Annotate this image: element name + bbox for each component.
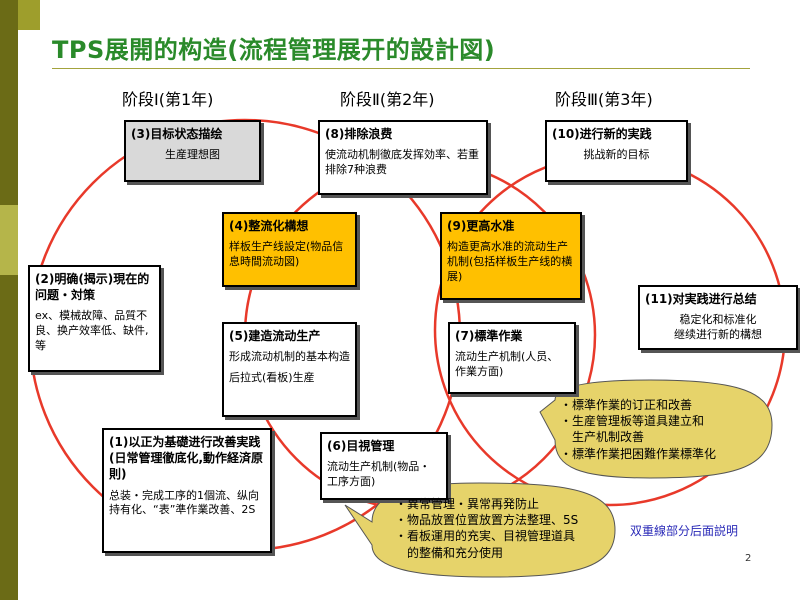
box-10-title: (10)进行新的実践 bbox=[552, 127, 652, 141]
box-7-standard-work: (7)標準作業 流动生产机制(人员、作業方面) bbox=[448, 322, 576, 394]
box-4-title: (4)整流化構想 bbox=[229, 219, 309, 233]
box-1-title: (1)以正为基礎进行改善実践 (日常管理徹底化,動作経済原則) bbox=[109, 435, 264, 482]
box-4-body: 样板生产线設定(物品信息時間流动図) bbox=[229, 240, 344, 269]
callout-bottom-line-3: ・看板運用的充実、目視管理道具 bbox=[395, 529, 576, 544]
box-2-title: (2)明确(揭示)現在的问题・対策 bbox=[35, 272, 150, 303]
callout-visual-management: ・異常管理・異常再発防止 ・物品放置位置放置方法整理、5S ・看板運用的充実、目… bbox=[395, 496, 578, 561]
box-5-title: (5)建造流动生产 bbox=[229, 329, 321, 343]
box-2-body: ex、模械故障、品質不良、换产效率低、缺件,等 bbox=[35, 309, 149, 353]
corner-band bbox=[18, 0, 40, 30]
callout-bottom-line-2: ・物品放置位置放置方法整理、5S bbox=[395, 513, 579, 528]
box-4-flow-concept: (4)整流化構想 样板生产线設定(物品信息時間流动図) bbox=[222, 212, 357, 287]
callout-bottom-line-4: 的整備和充分使用 bbox=[395, 545, 504, 560]
box-8-title: (8)排除浪费 bbox=[325, 127, 393, 141]
box-11-body-1: 稳定化和标准化 bbox=[679, 313, 757, 327]
box-10-new-practice: (10)进行新的実践 挑战新的目标 bbox=[545, 120, 688, 182]
callout-right-line-1: ・標準作業的订正和改善 bbox=[560, 398, 693, 412]
box-1-improvement-practice: (1)以正为基礎进行改善実践 (日常管理徹底化,動作経済原則) 总装・完成工序的… bbox=[102, 428, 272, 553]
box-8-body: 使流动机制徹底发挥効率、若重排除7种浪费 bbox=[325, 148, 479, 177]
box-11-summary: (11)对実践进行总结 稳定化和标准化 继续进行新的構想 bbox=[638, 285, 798, 350]
bubble-right-shape bbox=[539, 379, 773, 479]
box-9-higher-level: (9)更高水准 构造更高水准的流动生产机制(包括样板生产线的横展) bbox=[440, 212, 582, 300]
box-7-body: 流动生产机制(人员、作業方面) bbox=[455, 350, 559, 379]
callout-bottom-line-1: ・異常管理・異常再発防止 bbox=[395, 497, 540, 511]
box-5-body-2: 后拉式(看板)生産 bbox=[229, 371, 315, 385]
side-bar-highlight bbox=[0, 205, 18, 275]
callout-right-line-2: ・生産管理板等道具建立和 bbox=[560, 414, 705, 429]
box-7-title: (7)標準作業 bbox=[455, 329, 523, 343]
box-2-current-problems: (2)明确(揭示)現在的问题・対策 ex、模械故障、品質不良、换产效率低、缺件,… bbox=[28, 265, 161, 372]
box-3-target-state: (3)目标状态描绘 生産理想图 bbox=[124, 120, 261, 182]
box-10-body: 挑战新的目标 bbox=[583, 148, 650, 162]
box-3-body: 生産理想图 bbox=[165, 148, 220, 162]
stage-label-1: 阶段Ⅰ(第1年) bbox=[122, 90, 214, 109]
box-9-body: 构造更高水准的流动生产机制(包括样板生产线的横展) bbox=[447, 240, 573, 283]
title-underline bbox=[52, 68, 750, 69]
slide-title: TPS展開的构造(流程管理展开的設計図) bbox=[52, 36, 496, 64]
stage-label-2: 阶段Ⅱ(第2年) bbox=[340, 90, 435, 109]
left-side-bar bbox=[0, 0, 18, 600]
box-5-build-flow: (5)建造流动生产 形成流动机制的基本构造 后拉式(看板)生産 bbox=[222, 322, 357, 417]
stage-label-3: 阶段Ⅲ(第3年) bbox=[555, 90, 653, 109]
callout-standard-work: ・標準作業的订正和改善 ・生産管理板等道具建立和 生产机制改善 ・標準作業把困難… bbox=[560, 397, 716, 462]
box-6-title: (6)目視管理 bbox=[327, 439, 395, 453]
box-8-eliminate-waste: (8)排除浪费 使流动机制徹底发挥効率、若重排除7种浪费 bbox=[318, 120, 488, 195]
box-9-title: (9)更高水准 bbox=[447, 219, 515, 233]
callout-right-line-4: ・標準作業把困難作業標準化 bbox=[560, 446, 717, 461]
box-5-body-1: 形成流动机制的基本构造 bbox=[229, 350, 350, 364]
box-11-body-2: 继续进行新的構想 bbox=[674, 328, 762, 342]
box-3-title: (3)目标状态描绘 bbox=[131, 127, 223, 141]
callout-right-line-3: 生产机制改善 bbox=[560, 430, 645, 445]
box-6-body: 流动生产机制(物品・工序方面) bbox=[327, 460, 431, 489]
page-number: 2 bbox=[745, 553, 752, 564]
footnote: 双重線部分后面説明 bbox=[630, 524, 739, 538]
box-1-body: 总装・完成工序的1個流、纵向持有化、“表”準作業改善、2S bbox=[109, 488, 259, 517]
box-11-title: (11)对実践进行总结 bbox=[645, 292, 757, 306]
box-6-visual-management: (6)目視管理 流动生产机制(物品・工序方面) bbox=[320, 432, 448, 500]
